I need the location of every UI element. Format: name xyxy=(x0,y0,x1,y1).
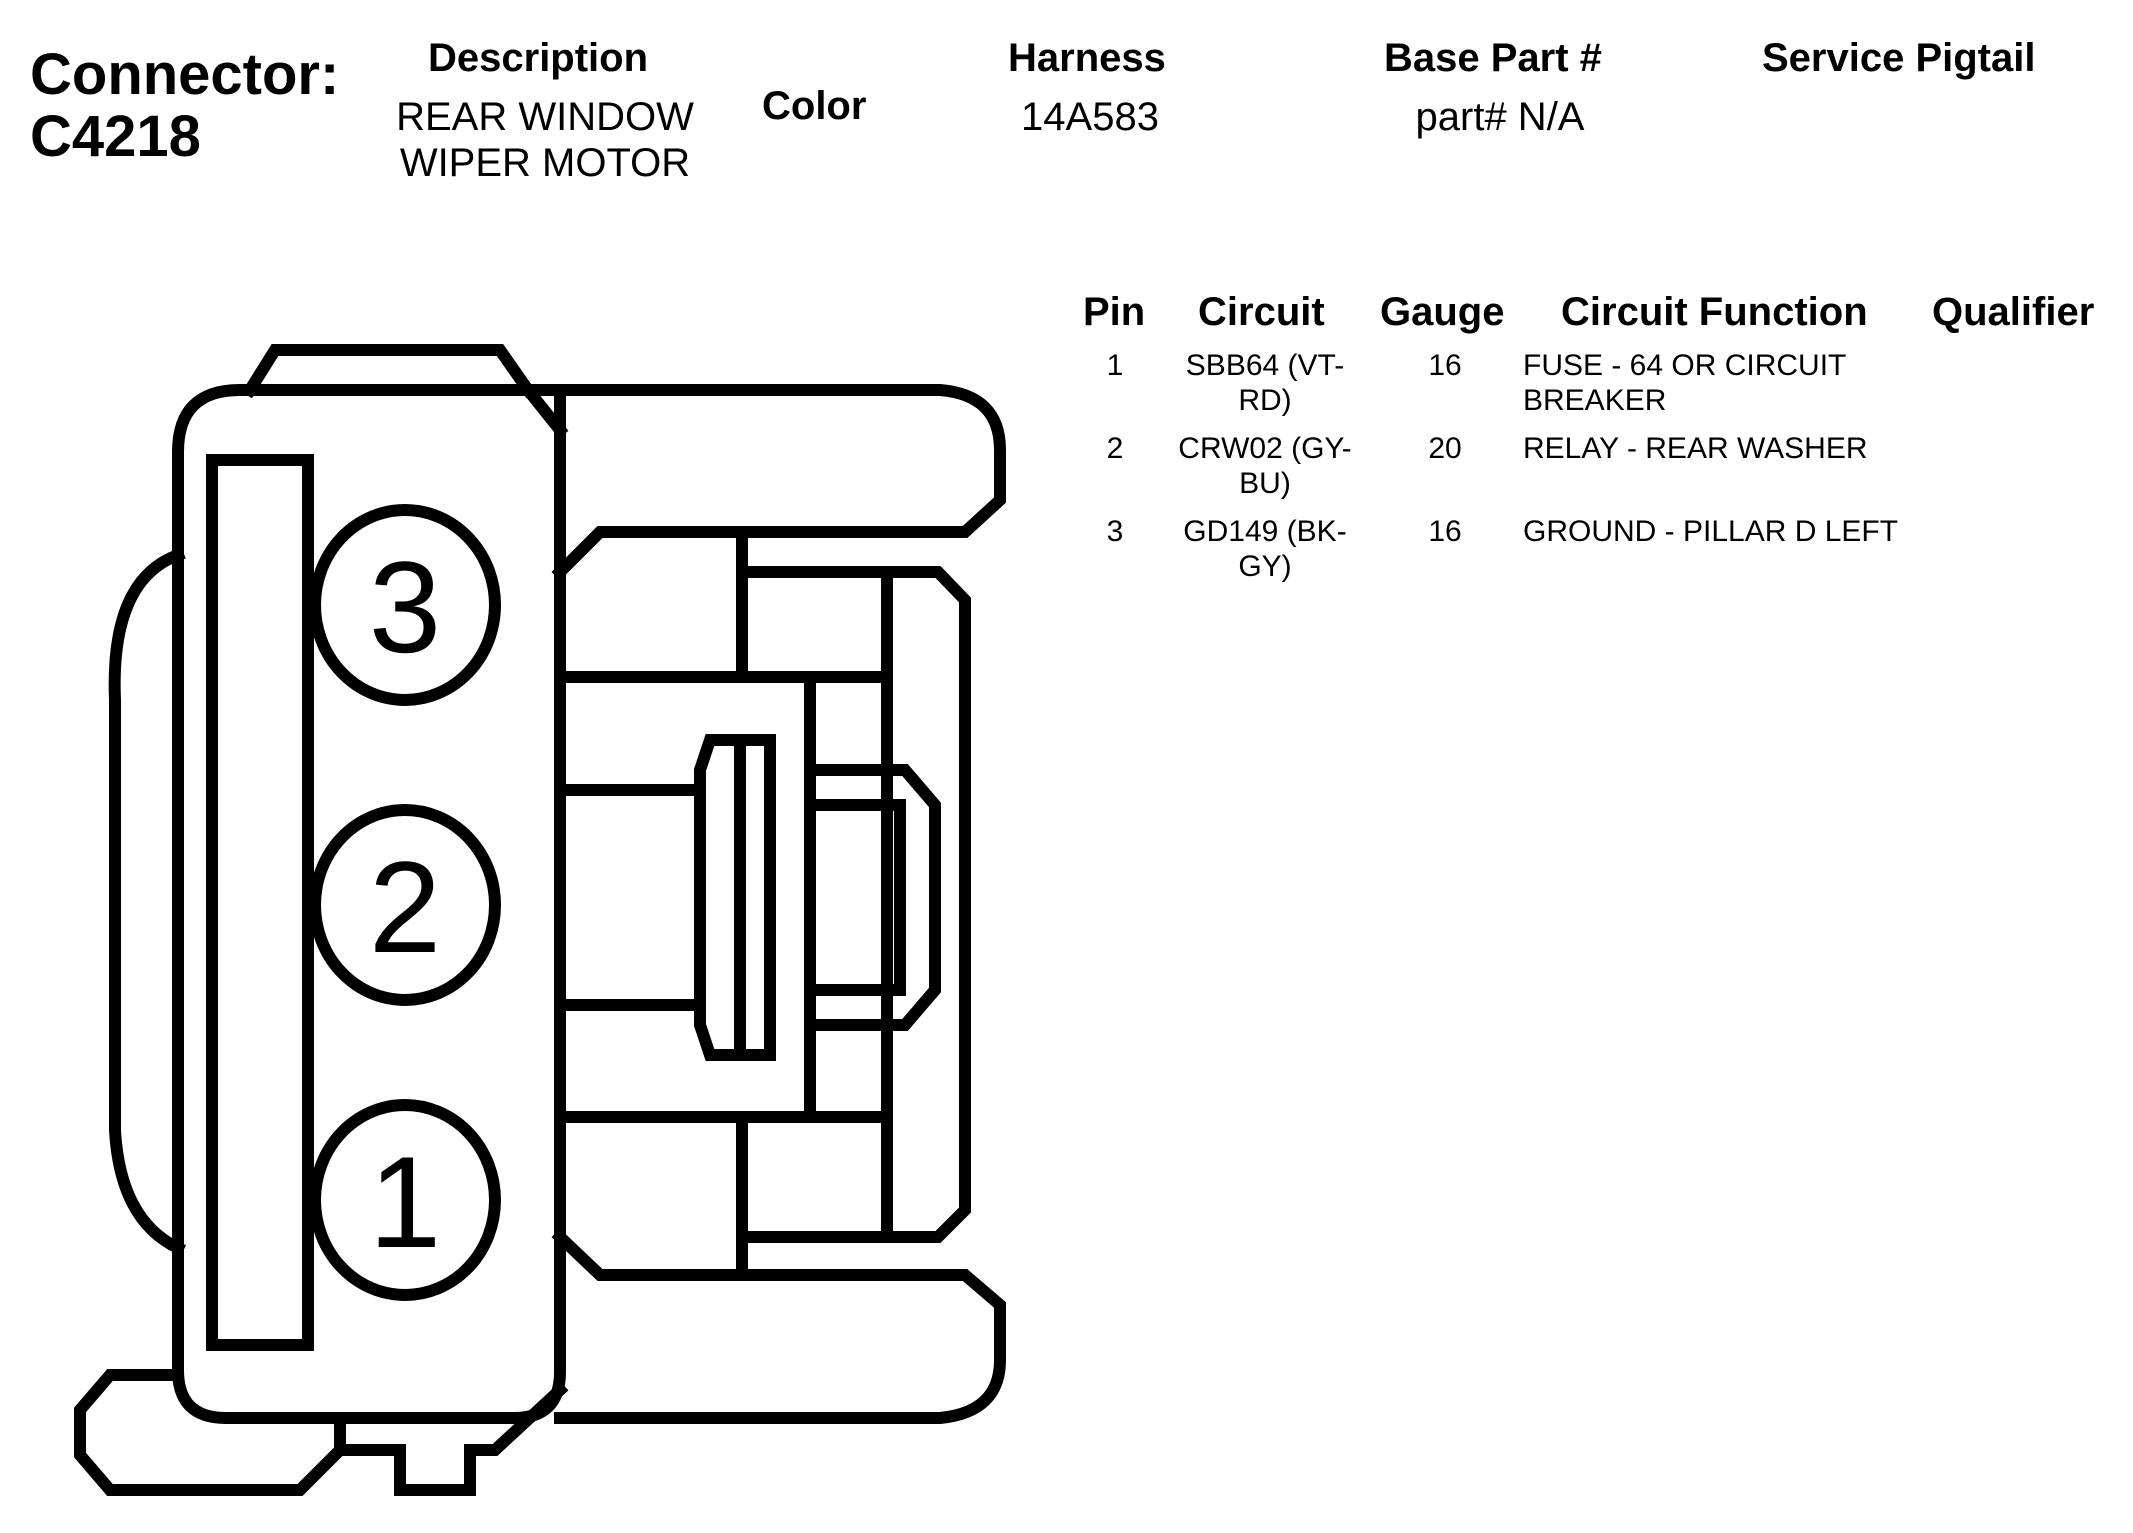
pin-number: 3 xyxy=(1106,515,1124,548)
gauge: 16 xyxy=(1428,515,1462,548)
circuit-line-1: CRW02 (GY- xyxy=(1178,432,1352,465)
description-line-2: WIPER MOTOR xyxy=(399,141,691,185)
description-line-1: REAR WINDOW xyxy=(396,95,694,139)
connector-id: C4218 xyxy=(30,104,201,169)
gauge: 16 xyxy=(1428,349,1462,382)
upper-rail xyxy=(551,384,1006,581)
pin-3-label: 3 xyxy=(369,534,441,680)
lower-key-box xyxy=(554,1111,748,1281)
gauge: 20 xyxy=(1428,432,1462,465)
function-line-1: FUSE - 64 OR CIRCUIT xyxy=(1523,349,1847,382)
inner-box-upper xyxy=(736,566,893,683)
color-label: Color xyxy=(762,84,867,128)
description-label: Description xyxy=(428,36,649,80)
left-bump xyxy=(108,547,187,1257)
circuit-line-1: SBB64 (VT- xyxy=(1185,349,1345,382)
circuit-line-2: RD) xyxy=(1238,384,1292,417)
column-header-circuit-function: Circuit Function xyxy=(1561,290,1868,334)
harness-label: Harness xyxy=(1008,36,1166,80)
bottom-latch xyxy=(74,1369,346,1496)
top-latch xyxy=(241,344,537,399)
pin-number: 2 xyxy=(1106,432,1124,465)
circuit-line-2: GY) xyxy=(1238,550,1292,583)
upper-key-box xyxy=(554,526,748,683)
circuit-line-1: GD149 (BK- xyxy=(1183,515,1347,548)
pin-number: 1 xyxy=(1106,349,1124,382)
plug-flange xyxy=(694,734,776,1061)
pin-2-label: 2 xyxy=(369,834,441,980)
harness-value: 14A583 xyxy=(1021,95,1159,139)
pin-3-circle xyxy=(309,504,501,706)
lower-rail xyxy=(551,1228,1006,1424)
pin-strip xyxy=(206,454,314,1351)
bottom-tab xyxy=(334,1381,569,1496)
function-line-1: RELAY - REAR WASHER xyxy=(1523,432,1868,465)
plug-stem xyxy=(554,784,706,1011)
top-rail xyxy=(519,381,569,439)
column-header-circuit: Circuit xyxy=(1198,290,1325,334)
plug-head xyxy=(804,764,941,1031)
function-line-2: BREAKER xyxy=(1523,384,1667,417)
column-header-gauge: Gauge xyxy=(1380,290,1505,334)
circuit-line-2: BU) xyxy=(1239,467,1291,500)
function-line-1: GROUND - PILLAR D LEFT xyxy=(1523,515,1899,548)
base-part-value: part# N/A xyxy=(1415,95,1585,139)
connector-label: Connector: xyxy=(30,42,340,107)
column-header-qualifier: Qualifier xyxy=(1932,290,2095,334)
service-pigtail-label: Service Pigtail xyxy=(1762,36,2036,80)
upper-outer-box xyxy=(736,566,971,1243)
base-part-label: Base Part # xyxy=(1384,36,1602,80)
pin-2-circle xyxy=(309,804,501,1006)
pin-1-label: 1 xyxy=(369,1129,441,1275)
plug-inner xyxy=(804,799,906,996)
pin-1-circle xyxy=(309,1099,501,1301)
column-header-pin: Pin xyxy=(1083,290,1146,334)
inner-box-lower xyxy=(736,1111,893,1243)
